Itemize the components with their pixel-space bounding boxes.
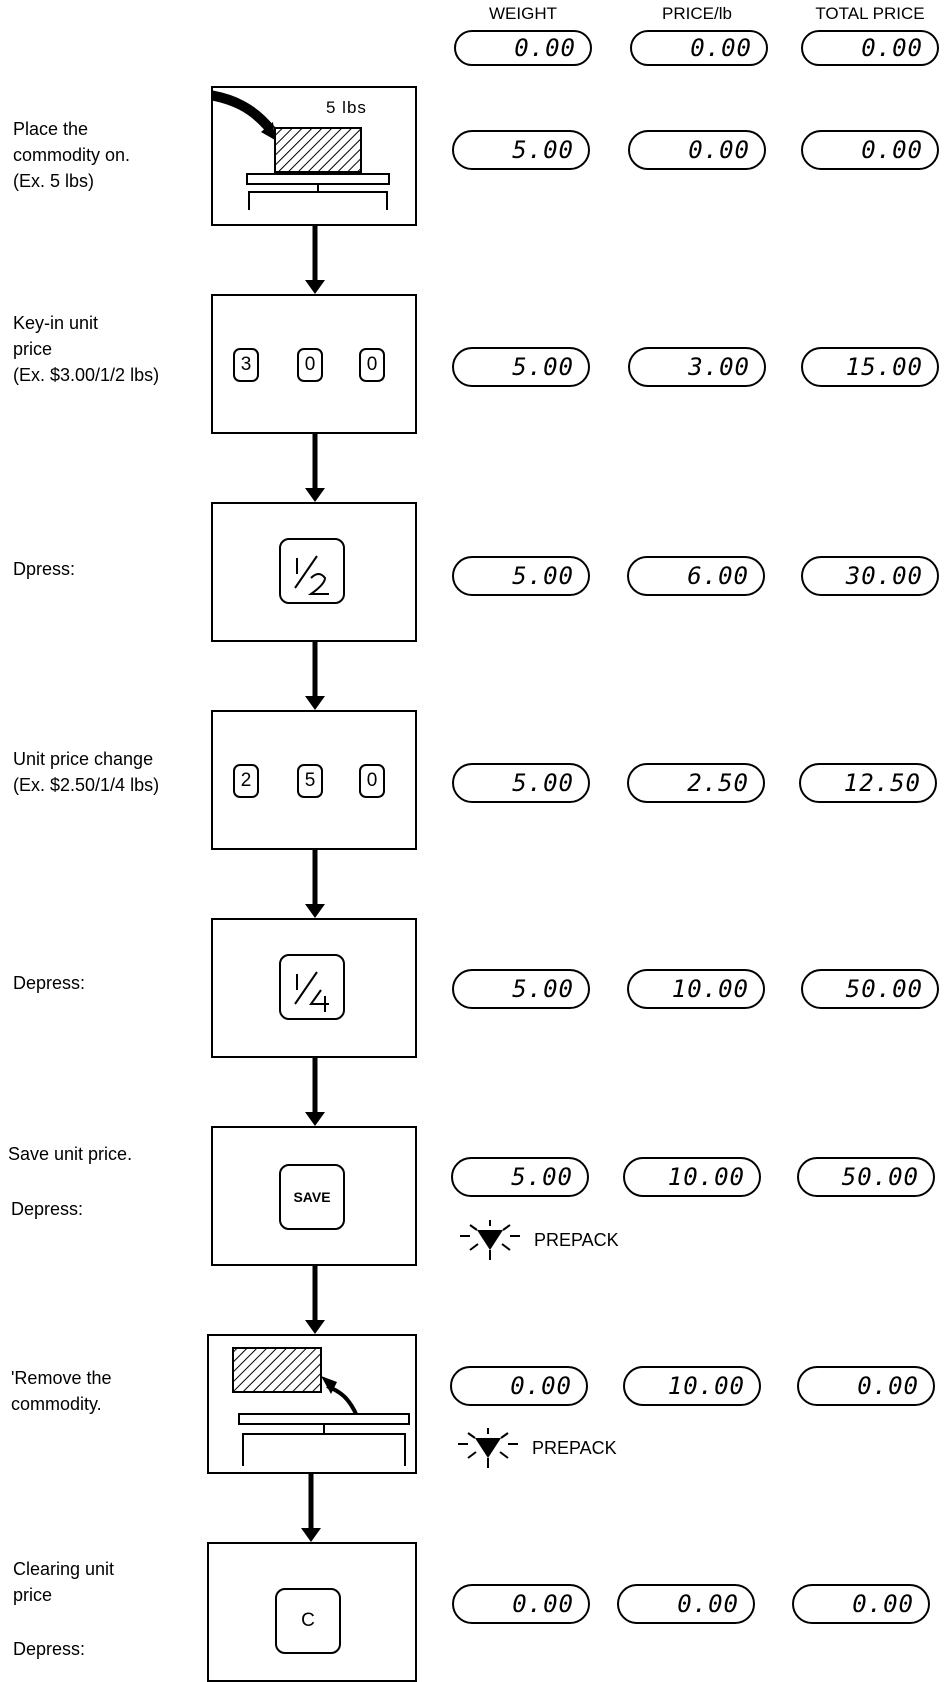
label-line: Place the (13, 119, 89, 139)
step-7-label: 'Remove the commodity. (11, 1365, 112, 1417)
commodity-block (274, 127, 362, 173)
step-2-label: Key-in unit price (Ex. $3.00/1/2 lbs) (13, 310, 159, 388)
key-0[interactable]: 0 (359, 764, 385, 798)
key-5[interactable]: 5 (297, 764, 323, 798)
step-5-label: Depress: (13, 970, 85, 996)
label-line: Save unit price. (8, 1144, 133, 1164)
step-8-label: Clearing unit price (13, 1556, 114, 1608)
weight-display: 5.00 (451, 1157, 589, 1197)
key-3[interactable]: 3 (233, 348, 259, 382)
price-display: 6.00 (627, 556, 765, 596)
key-2[interactable]: 2 (233, 764, 259, 798)
weight-display: 0.00 (450, 1366, 588, 1406)
price-display: 0.00 (630, 30, 768, 66)
label-line: Key-in unit (13, 313, 99, 333)
label-line: (Ex. $2.50/1/4 lbs) (13, 775, 160, 795)
step-5-frame: 1/4 (211, 918, 417, 1058)
key-0[interactable]: 0 (297, 348, 323, 382)
label-line: Unit price change (13, 749, 154, 769)
prepack-indicator-label: PREPACK (532, 1438, 617, 1458)
pointer-arrow (213, 90, 275, 134)
label-line: Depress: (13, 1639, 86, 1659)
commodity-block (232, 1347, 322, 1393)
label-line: Clearing unit (13, 1559, 115, 1579)
label-line: 'Remove the (11, 1368, 112, 1388)
step-3-frame: 1/2 (211, 502, 417, 642)
step-1-frame: 5 lbs (211, 86, 417, 226)
total-display: 0.00 (792, 1584, 930, 1624)
weight-header: WEIGHT (489, 4, 557, 23)
step-6-frame: SAVE (211, 1126, 417, 1266)
weight-display: 5.00 (452, 763, 590, 803)
quarter-key[interactable]: 1/4 (279, 954, 345, 1020)
prepack-indicator-label: PREPACK (534, 1230, 619, 1250)
label-line: commodity. (11, 1394, 102, 1414)
price-display: 10.00 (627, 969, 765, 1009)
price-header: PRICE/lb (662, 4, 732, 23)
key-0[interactable]: 0 (359, 348, 385, 382)
label-line: commodity on. (13, 145, 131, 165)
label-line: Depress: (11, 1199, 84, 1219)
label-line: (Ex. 5 lbs) (13, 171, 95, 191)
label-line: price (13, 339, 53, 359)
weight-caption: 5 lbs (326, 98, 367, 117)
weight-display: 5.00 (452, 969, 590, 1009)
fraction-quarter-glyph (294, 971, 329, 1012)
label-line: price (13, 1585, 53, 1605)
total-display: 12.50 (799, 763, 937, 803)
total-display: 50.00 (797, 1157, 935, 1197)
price-display: 0.00 (617, 1584, 755, 1624)
weight-display: 5.00 (452, 130, 590, 170)
weight-display: 0.00 (454, 30, 592, 66)
price-display: 0.00 (628, 130, 766, 170)
save-key[interactable]: SAVE (279, 1164, 345, 1230)
step-8-depress-label: Depress: (13, 1636, 85, 1662)
total-display: 15.00 (801, 347, 939, 387)
weight-display: 0.00 (452, 1584, 590, 1624)
step-3-label: Dpress: (13, 556, 75, 582)
fraction-half-glyph (294, 555, 329, 595)
step-1-label: Place the commodity on. (Ex. 5 lbs) (13, 116, 130, 194)
step-4-frame: 2 5 0 (211, 710, 417, 850)
scale-base (242, 1433, 406, 1466)
total-display: 0.00 (801, 30, 939, 66)
total-display: 0.00 (801, 130, 939, 170)
price-display: 10.00 (623, 1157, 761, 1197)
step-2-frame: 3 0 0 (211, 294, 417, 434)
half-key[interactable]: 1/2 (279, 538, 345, 604)
step-6-depress-label: Depress: (11, 1196, 83, 1222)
scale-base (248, 191, 388, 210)
price-display: 3.00 (628, 347, 766, 387)
label-line: Depress: (13, 973, 86, 993)
scale-with-commodity-illustration (213, 90, 390, 210)
step-8-frame: C (207, 1542, 417, 1682)
total-header: TOTAL PRICE (815, 4, 925, 23)
total-display: 30.00 (801, 556, 939, 596)
clear-key[interactable]: C (275, 1588, 341, 1654)
label-line: Dpress: (13, 559, 76, 579)
weight-display: 5.00 (452, 347, 590, 387)
price-display: 2.50 (627, 763, 765, 803)
step-4-label: Unit price change (Ex. $2.50/1/4 lbs) (13, 746, 159, 798)
label-line: (Ex. $3.00/1/2 lbs) (13, 365, 160, 385)
total-display: 50.00 (801, 969, 939, 1009)
weight-display: 5.00 (452, 556, 590, 596)
total-display: 0.00 (797, 1366, 935, 1406)
scale-remove-commodity-illustration (232, 1347, 410, 1466)
price-display: 10.00 (623, 1366, 761, 1406)
step-7-frame (207, 1334, 417, 1474)
step-6-label: Save unit price. (8, 1141, 132, 1167)
